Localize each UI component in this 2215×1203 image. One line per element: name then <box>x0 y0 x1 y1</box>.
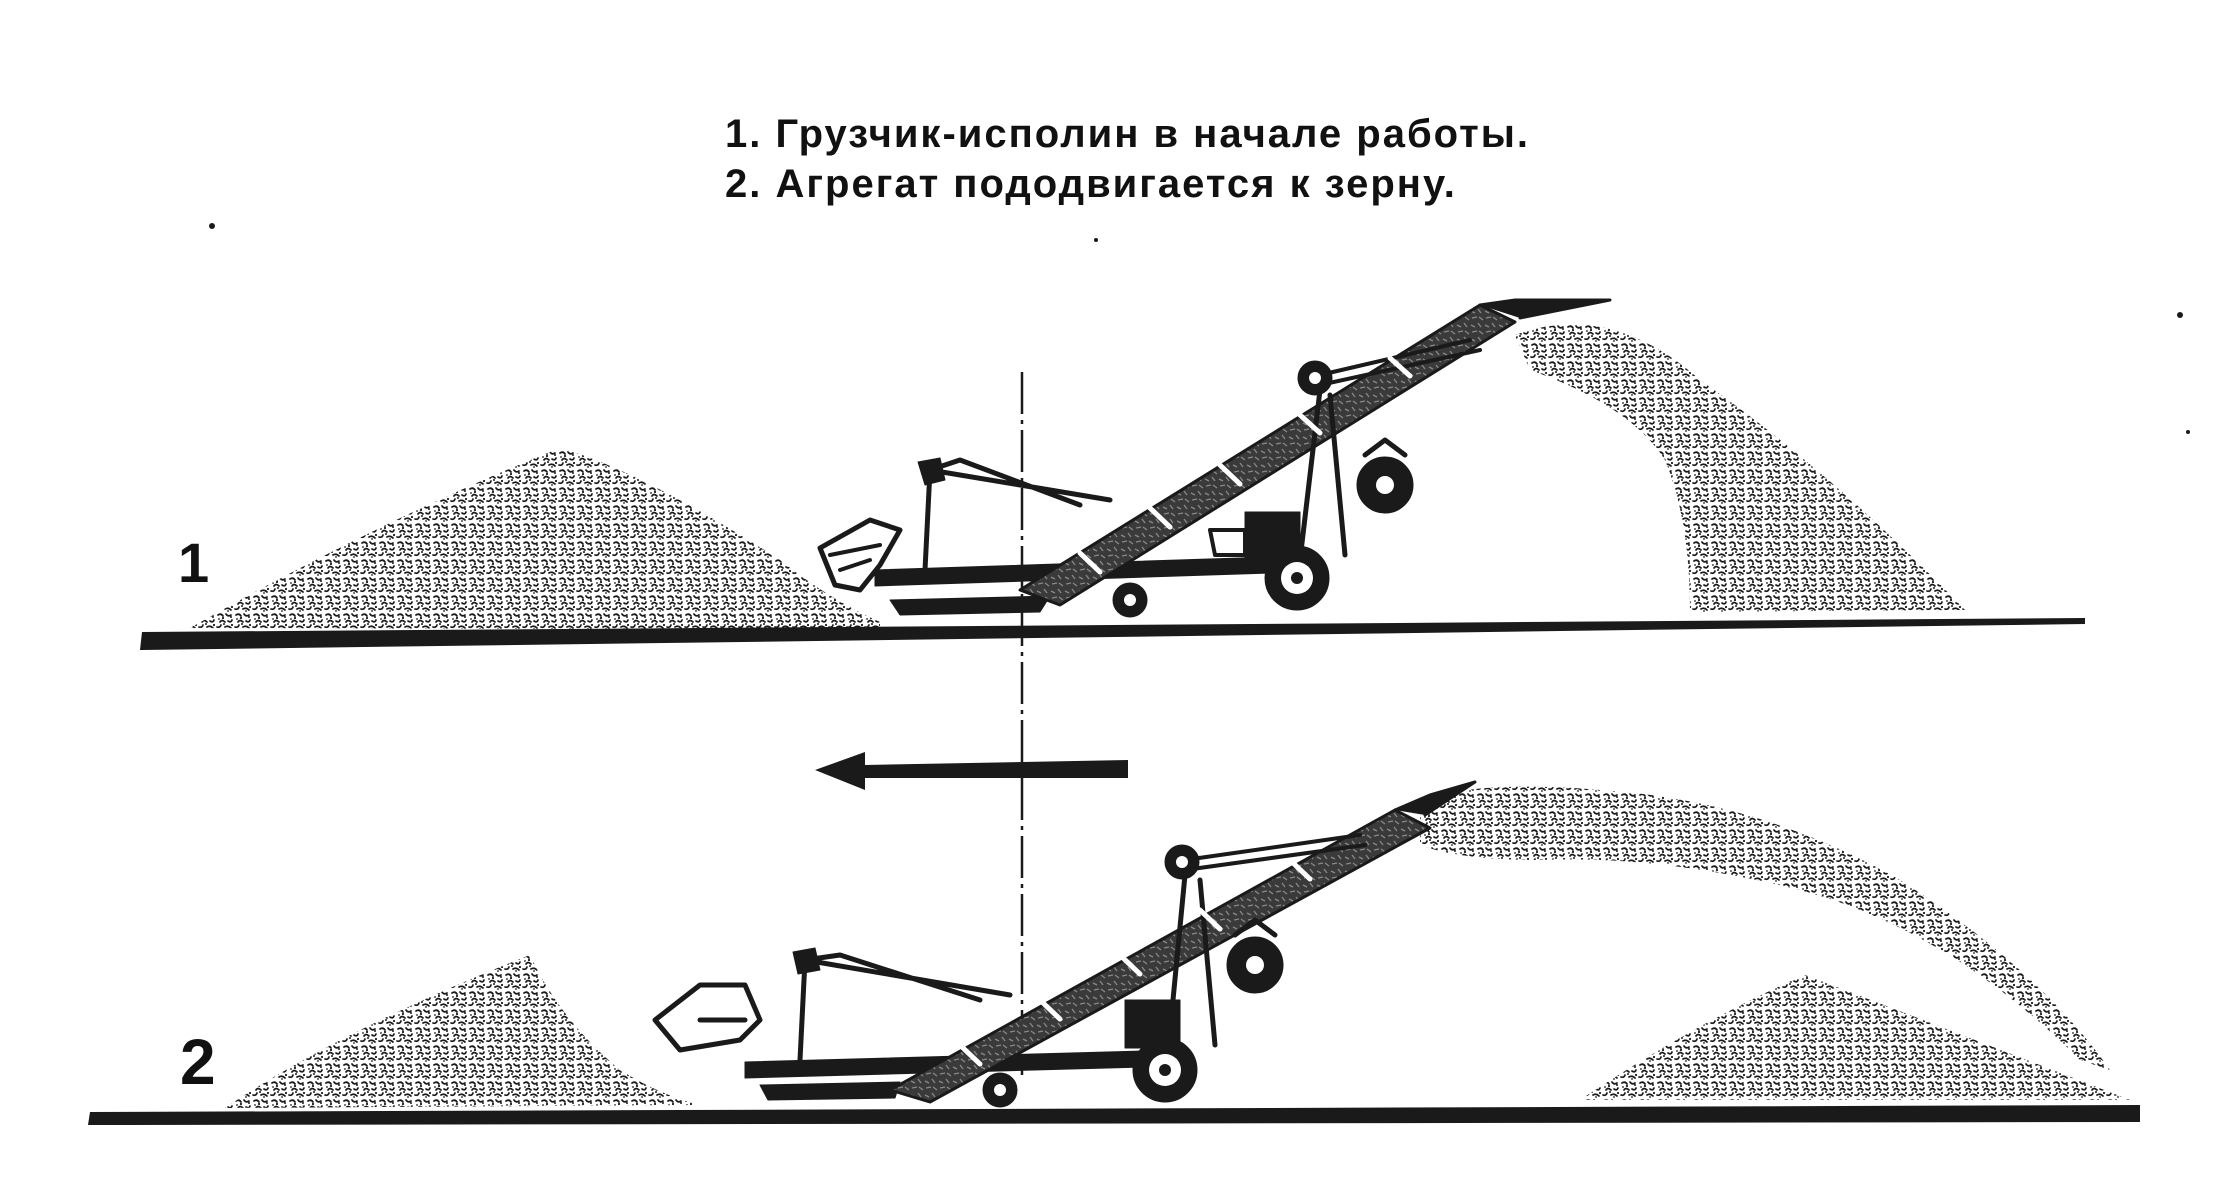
grain-discharge-arc <box>1515 324 1965 612</box>
print-specks <box>209 223 2190 434</box>
loader-machine <box>652 780 1477 1108</box>
panel-number-1: 1 <box>178 531 210 594</box>
arrow-left-icon <box>815 752 1128 790</box>
grain-discharge-arc <box>1420 786 2110 1070</box>
panel-2 <box>88 780 2140 1125</box>
grain-pile-left <box>225 955 700 1108</box>
ground-line <box>88 1105 2140 1125</box>
ground-line <box>140 618 2085 650</box>
caption-line-1: 1. Грузчик-исполин в начале работы. <box>725 112 1530 156</box>
loader-machine <box>817 298 1612 618</box>
grain-pile-left <box>190 448 880 630</box>
panel-1 <box>140 298 2085 650</box>
panel-number-2: 2 <box>180 1026 216 1098</box>
caption-line-2: 2. Агрегат пододвигается к зерну. <box>725 162 1457 206</box>
grain-pile-right <box>1580 975 2130 1100</box>
